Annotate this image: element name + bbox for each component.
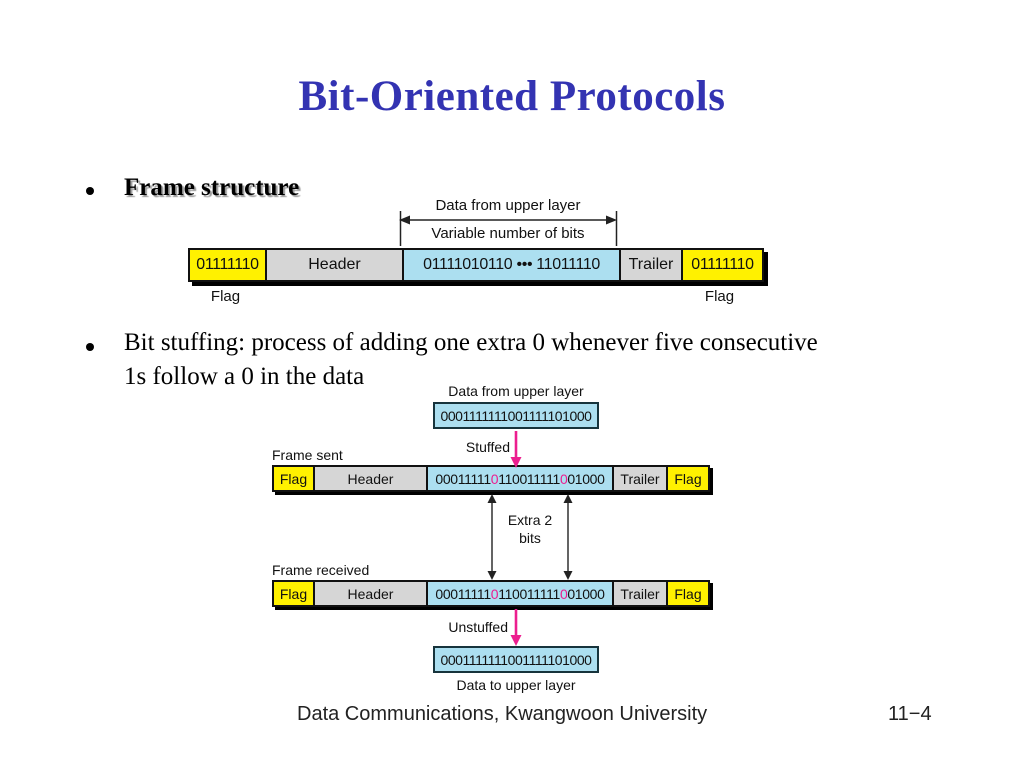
extra-bits-label-line1: Extra 2 xyxy=(507,512,553,528)
frame-sent-label: Frame sent xyxy=(272,447,343,463)
bullet-marker xyxy=(86,187,94,195)
unstuffed-arrow xyxy=(510,609,522,646)
stuffing-bottom-label: Data to upper layer xyxy=(456,677,576,693)
footer-course-label: Data Communications, Kwangwoon Universit… xyxy=(297,703,708,725)
footer-page-number: 11−4 xyxy=(888,703,932,725)
stuffed-bit: 0 xyxy=(490,470,499,487)
stuffing-top-label: Data from upper layer xyxy=(448,383,584,399)
unstuffed-data-box: 0001111111001111101000 xyxy=(433,646,599,673)
flag-label-left: Flag xyxy=(210,288,241,305)
stuffed-bit: 0 xyxy=(490,585,499,602)
bullet-bit-stuffing-line1: Bit stuffing: process of adding one extr… xyxy=(124,329,818,356)
flag-cell-right: Flag xyxy=(666,467,708,490)
stuffed-bit: 0 xyxy=(559,470,568,487)
bit-run: 00011111 xyxy=(435,585,491,602)
header-cell: Header xyxy=(313,582,426,605)
bit-run: 110011111 xyxy=(498,585,560,602)
original-data-box: 0001111111001111101000 xyxy=(433,402,599,429)
data-cell: 01111010110 ••• 11011110 xyxy=(402,250,619,280)
unstuffed-arrow-label: Unstuffed xyxy=(448,619,508,635)
slide-title: Bit-Oriented Protocols xyxy=(298,73,726,120)
flag-cell-left: Flag xyxy=(274,467,313,490)
stuffed-arrow-label: Stuffed xyxy=(465,439,510,455)
frame-diagram-span-label: Variable number of bits xyxy=(431,225,585,242)
stuffed-bit: 0 xyxy=(559,585,568,602)
flag-cell-right: Flag xyxy=(666,582,708,605)
flag-cell-left: Flag xyxy=(274,582,313,605)
bit-run: 01000 xyxy=(567,585,605,602)
trailer-cell: Trailer xyxy=(619,250,681,280)
bullet-frame-structure: Frame structure xyxy=(124,174,300,201)
trailer-cell: Trailer xyxy=(612,582,666,605)
header-cell: Header xyxy=(313,467,426,490)
trailer-cell: Trailer xyxy=(612,467,666,490)
bit-run: 110011111 xyxy=(498,470,560,487)
flag-label-right: Flag xyxy=(704,288,735,305)
bullet-bit-stuffing-line2: 1s follow a 0 in the data xyxy=(124,363,365,390)
frame-received-label: Frame received xyxy=(272,562,370,578)
header-cell: Header xyxy=(265,250,402,280)
bit-run: 00011111 xyxy=(435,470,491,487)
stuffed-arrow xyxy=(510,431,522,468)
frame-diagram-top-label: Data from upper layer xyxy=(435,197,581,214)
flag-cell-right: 01111110 xyxy=(681,250,762,280)
extra-bits-label-line2: bits xyxy=(519,530,541,546)
bit-run: 01000 xyxy=(567,470,605,487)
flag-cell-left: 01111110 xyxy=(190,250,265,280)
frame-structure-row: 01111110 Header 01111010110 ••• 11011110… xyxy=(188,248,764,282)
bullet-marker xyxy=(86,343,94,351)
